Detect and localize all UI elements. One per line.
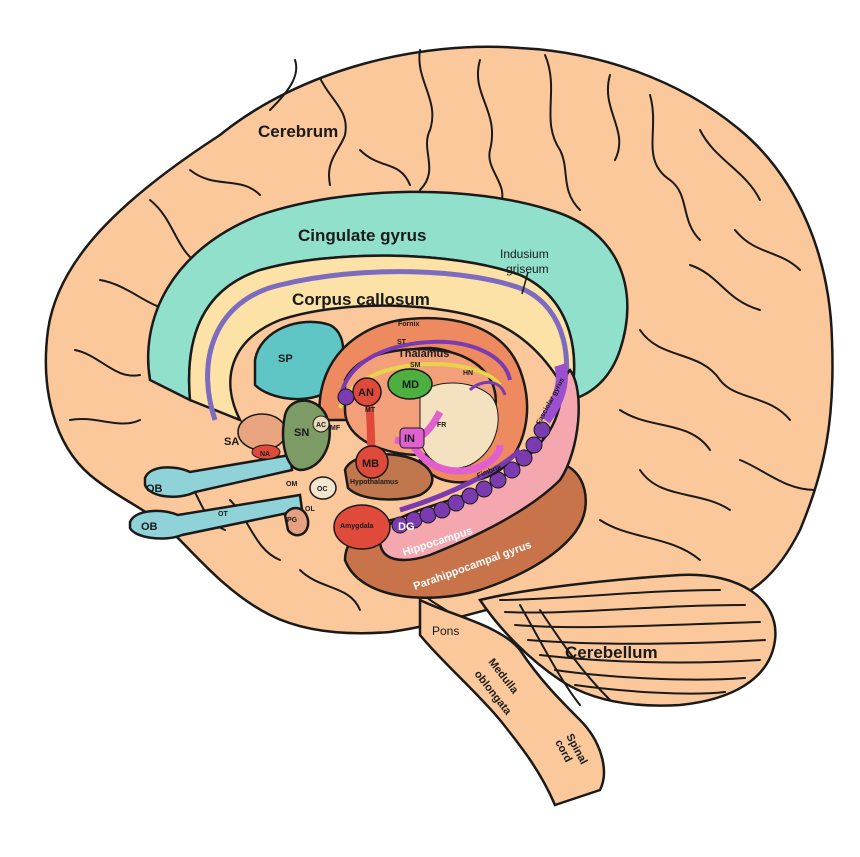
label-st: ST [397,339,407,346]
olfactory-tract-upper [143,453,294,498]
label-fr: FR [437,422,446,429]
label-na: NA [260,451,270,458]
dentate-gyrus-bumps [391,421,551,534]
label-mt: MT [365,407,376,414]
fasciolar-gyrus-band [540,363,568,424]
fimbria-band [399,448,522,513]
cerebellum-folia [499,589,766,706]
label-cingulate-gyrus: Cingulate gyrus [298,226,426,245]
brainstem-shape [418,597,606,807]
label-amygdala: Amygdala [340,523,374,530]
label-indusium-2: griseum [506,262,549,276]
pituitary-gland [283,506,310,537]
indusium-griseum-line [205,269,570,421]
label-thalamus: Thalamus [398,348,449,360]
label-cerebrum: Cerebrum [258,122,338,141]
stria-terminalis-line [338,339,512,401]
label-indusium-1: Indusium [500,247,549,261]
label-sn: SN [294,427,309,439]
label-md: MD [402,379,419,391]
label-ac: AC [316,422,326,429]
label-hypothalamus: Hypothalamus [350,479,398,486]
label-mb: MB [362,458,379,470]
label-om: OM [286,481,297,488]
indusium-pointer [521,271,529,295]
label-fornix: Fornix [398,321,419,328]
gyri-lines [69,49,816,626]
anterior-commissure [312,415,330,433]
label-sp: SP [278,353,293,365]
septal-area [237,413,287,451]
label-sm: SM [410,362,421,369]
interpeduncular-nucleus [399,427,425,449]
label-mf: MF [330,425,341,432]
label-pg: PG [287,517,298,524]
mammillary-body [355,445,389,479]
label-pons: Pons [432,624,459,638]
label-ol: OL [305,506,315,513]
label-an: AN [358,387,374,399]
anterior-nucleus [352,377,382,407]
label-ob-lower: OB [141,521,158,533]
optic-chiasm [309,476,337,500]
mediodorsal-nucleus [387,368,433,400]
label-ot: OT [218,511,228,518]
label-oc: OC [317,486,328,493]
amygdala-shape [333,504,391,550]
cerebellum-shape [477,573,777,707]
label-ob-upper: OB [146,483,163,495]
label-dg: DG [398,521,415,533]
label-in: IN [404,433,415,445]
label-cerebellum: Cerebellum [565,643,658,662]
label-hn: HN [463,370,473,377]
nucleus-accumbens [251,444,281,460]
habenular-nucleus-line [468,380,507,396]
label-corpus-callosum: Corpus callosum [292,290,430,309]
anterior-dot [337,388,355,406]
label-sa: SA [224,436,239,448]
